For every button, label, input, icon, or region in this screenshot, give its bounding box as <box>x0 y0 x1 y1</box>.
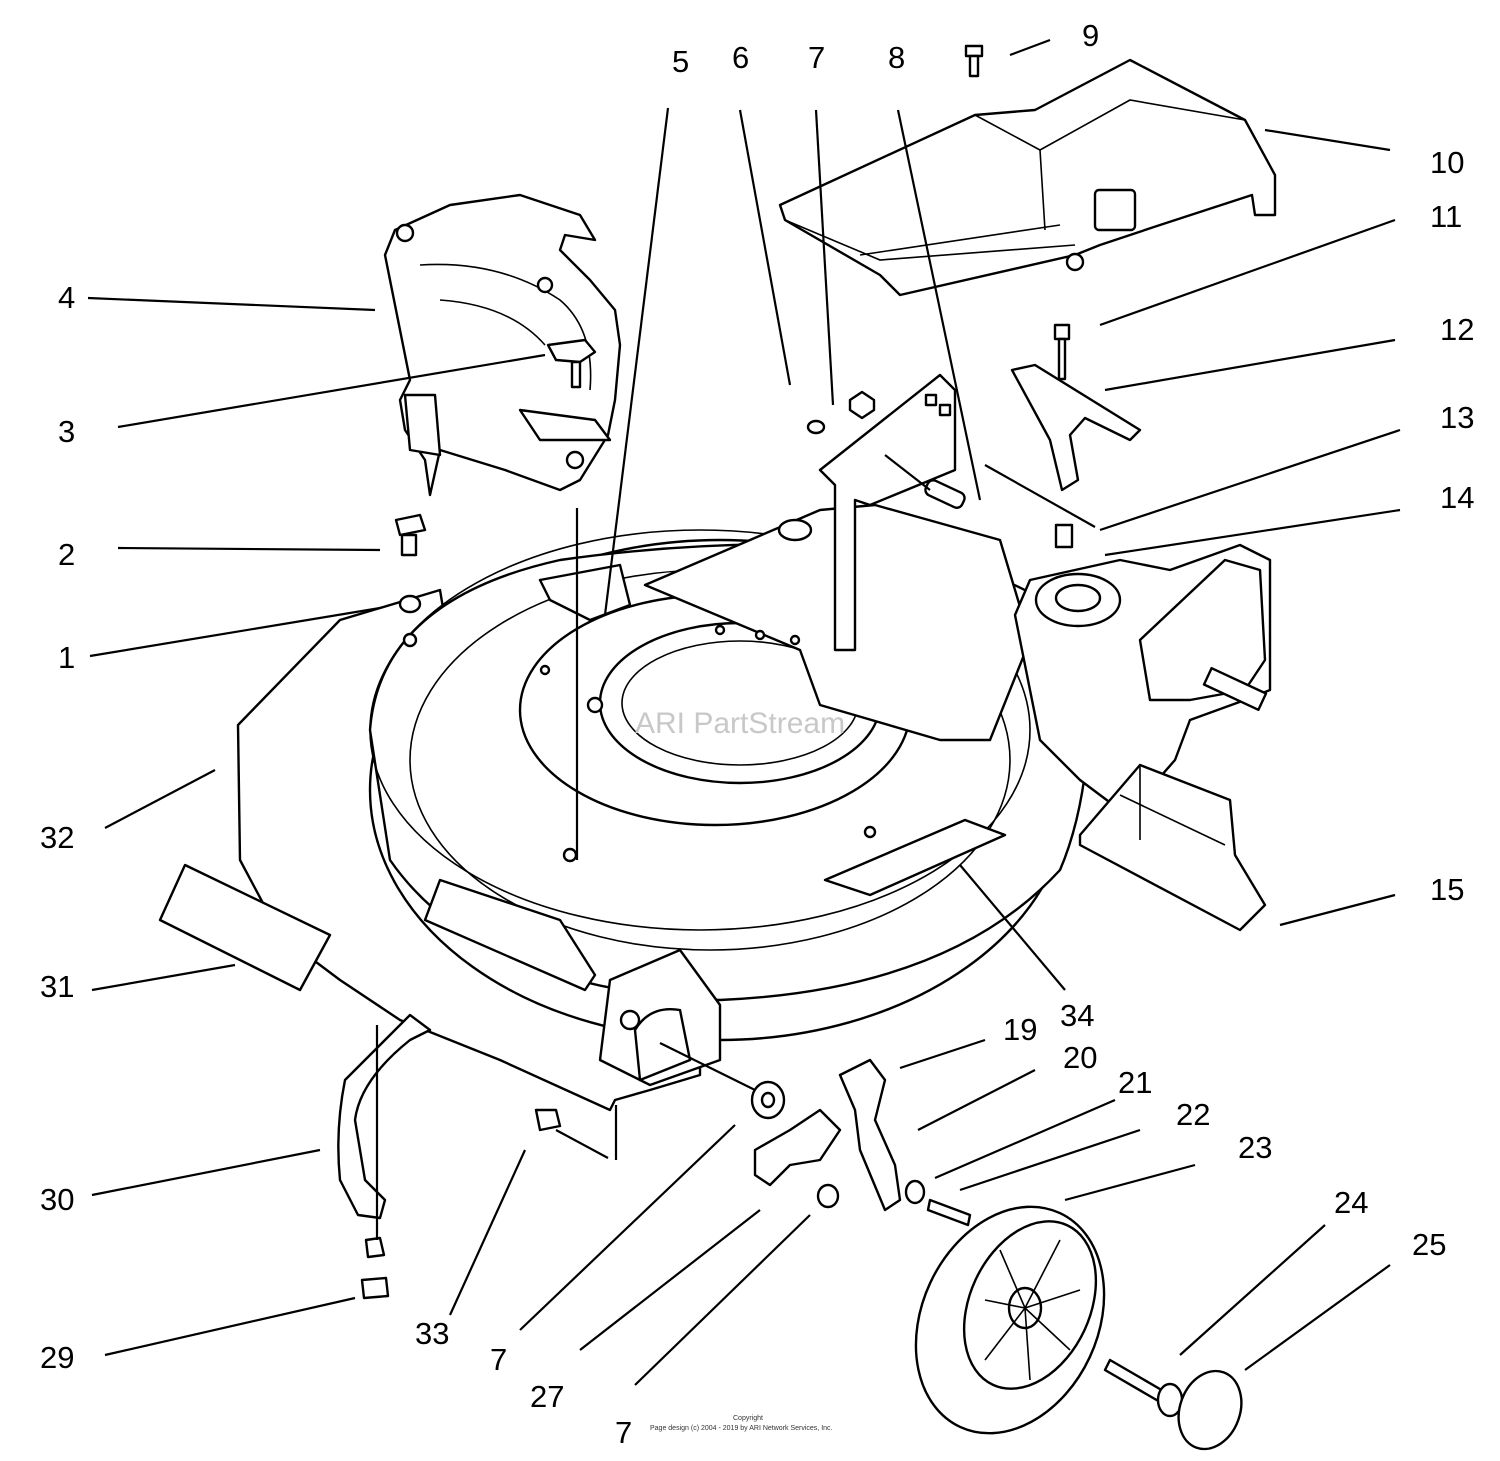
callout-2: 2 <box>58 537 75 572</box>
callout-7: 7 <box>808 40 825 75</box>
callout-20: 20 <box>1063 1040 1097 1075</box>
callout-13: 13 <box>1440 400 1474 435</box>
callout-6: 6 <box>732 40 749 75</box>
callout-31: 31 <box>40 969 74 1004</box>
bracket-hardware <box>806 323 1142 549</box>
callout-22: 22 <box>1176 1097 1210 1132</box>
bolt-9 <box>964 44 984 78</box>
callout-19: 19 <box>1003 1012 1037 1047</box>
callout-3: 3 <box>58 414 75 449</box>
callout-7b: 7 <box>490 1342 507 1377</box>
callout-9: 9 <box>1082 18 1099 53</box>
decal-31 <box>158 863 332 992</box>
callout-27: 27 <box>530 1379 564 1414</box>
callout-21: 21 <box>1118 1065 1152 1100</box>
callout-12: 12 <box>1440 312 1474 347</box>
callout-10: 10 <box>1430 145 1464 180</box>
knob-3 <box>546 338 597 389</box>
callout-24: 24 <box>1334 1185 1368 1220</box>
callout-29: 29 <box>40 1340 74 1375</box>
rear-discharge-cover <box>778 58 1277 297</box>
callout-7c: 7 <box>615 1415 632 1450</box>
copyright-line-1: Copyright <box>733 1415 763 1422</box>
callout-32: 32 <box>40 820 74 855</box>
leader-lines <box>87 38 1401 1386</box>
callout-5: 5 <box>672 44 689 79</box>
callout-30: 30 <box>40 1182 74 1217</box>
wheel-assembly <box>534 1058 1243 1451</box>
mulch-deflector <box>383 193 622 497</box>
callout-25: 25 <box>1412 1227 1446 1262</box>
callout-15: 15 <box>1430 872 1464 907</box>
chute-bracket <box>337 1013 432 1300</box>
callout-33: 33 <box>415 1316 449 1351</box>
watermark-text: ARI PartStream <box>635 707 845 740</box>
callout-8: 8 <box>888 40 905 75</box>
callout-14: 14 <box>1440 480 1474 515</box>
callout-labels: 1 2 3 4 5 6 7 8 9 10 11 12 13 14 15 19 2… <box>40 18 1474 1450</box>
bolt-2-washer-1 <box>394 513 427 614</box>
copyright-line-2: Page design (c) 2004 - 2019 by ARI Netwo… <box>650 1425 833 1432</box>
callout-23: 23 <box>1238 1130 1272 1165</box>
callout-4: 4 <box>58 280 75 315</box>
callout-1: 1 <box>58 640 75 675</box>
callout-34: 34 <box>1060 998 1094 1033</box>
rear-flap <box>1078 763 1267 932</box>
mower-deck <box>236 373 1272 1112</box>
callout-11: 11 <box>1430 199 1462 234</box>
